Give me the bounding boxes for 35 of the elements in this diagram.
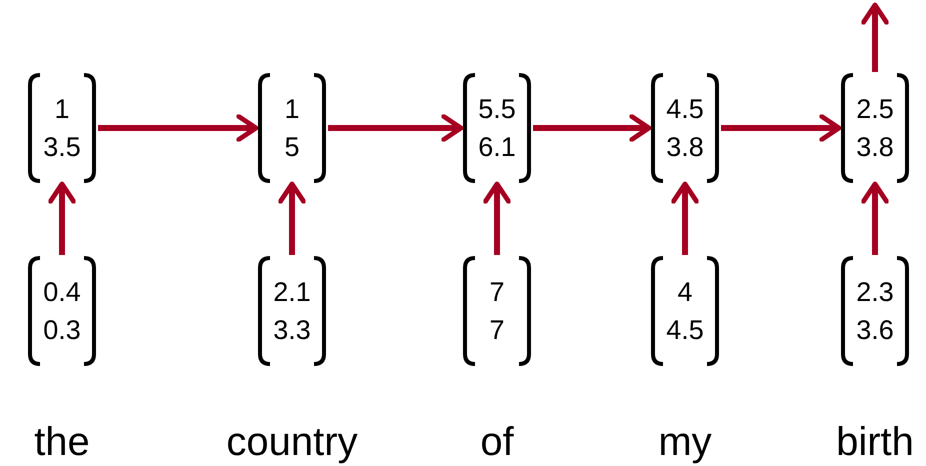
arrow [861, 182, 889, 255]
arrow [328, 114, 464, 142]
arrow [483, 182, 511, 255]
vector-values: 2.3 3.6 [856, 276, 894, 347]
vector-values: 2.1 3.3 [273, 276, 311, 347]
vector-values: 2.5 3.8 [856, 93, 894, 164]
word-label: the [34, 419, 90, 465]
column-vector [839, 72, 911, 184]
word-label: birth [836, 419, 914, 465]
column-vector [649, 72, 721, 184]
vector-values: 4.5 3.8 [666, 93, 704, 164]
vector-values: 4 4.5 [666, 276, 704, 347]
column-vector [256, 72, 328, 184]
arrow [278, 182, 306, 255]
arrow [861, 2, 889, 72]
vector-values: 0.4 0.3 [43, 276, 81, 347]
column-vector [839, 255, 911, 367]
vector-values: 1 3.5 [43, 93, 81, 164]
column-vector [26, 72, 98, 184]
column-vector [26, 255, 98, 367]
column-vector [256, 255, 328, 367]
vector-values: 1 5 [284, 93, 300, 164]
word-label: country [226, 419, 358, 465]
vector-values: 7 7 [489, 276, 505, 347]
arrow [48, 182, 76, 255]
arrow [533, 114, 652, 142]
column-vector [461, 72, 533, 184]
vector-values: 5.5 6.1 [478, 93, 516, 164]
arrow [98, 114, 258, 142]
column-vector [649, 255, 721, 367]
word-label: my [658, 419, 712, 465]
word-label: of [480, 419, 514, 465]
column-vector [461, 255, 533, 367]
arrow [671, 182, 699, 255]
arrow [721, 114, 842, 142]
